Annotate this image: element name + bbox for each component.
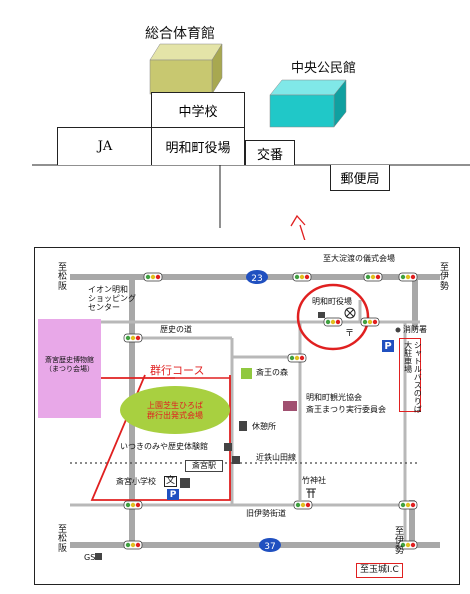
torii-icon <box>306 488 316 498</box>
traffic-light <box>398 540 418 550</box>
parade-course-label: 群行コース <box>150 364 205 377</box>
junior-high-label: 中学校 <box>178 105 218 120</box>
station-square <box>232 456 240 464</box>
traffic-light <box>398 500 418 510</box>
aeon-label: イオン明和 ショッピング センター <box>88 285 136 313</box>
traffic-light <box>323 317 343 327</box>
post-office-box: 郵便局 <box>330 165 390 191</box>
gs-square <box>95 553 102 560</box>
town-hall-label: 明和町役場 <box>165 141 231 156</box>
access-map-frame <box>34 247 460 585</box>
town-hall-bottom-label: 明和町役場 <box>312 297 352 306</box>
to-ise-top-label: 至 伊 勢 <box>440 263 450 292</box>
rekishi-road-label: 歴史の道 <box>160 325 192 334</box>
tourism-assoc-square <box>283 401 297 411</box>
route-37-shield: 37 <box>259 538 281 552</box>
old-ise-road-label: 旧伊勢街道 <box>246 509 286 518</box>
itsukinomiya-label: いつきのみや歴史体験館 <box>120 442 208 451</box>
to-oyodo-label: 至大淀渡の儀式会場 <box>323 254 395 263</box>
svg-text:23: 23 <box>251 274 262 284</box>
traffic-light <box>292 272 312 282</box>
to-matsusaka-bottom-label: 至 松 阪 <box>58 525 68 554</box>
town-hall-marker <box>318 307 356 319</box>
police-box: 交番 <box>245 140 295 165</box>
tourism-assoc-label: 明和町観光協会 斎王まつり実行委員会 <box>306 393 386 414</box>
traffic-light <box>360 317 380 327</box>
gs-label: GS <box>84 553 96 562</box>
gym-cube <box>149 43 223 95</box>
school-mark: 文 <box>164 476 178 487</box>
community-hall-cube <box>269 79 347 128</box>
elementary-square <box>180 478 190 488</box>
rest-area-square <box>239 421 247 431</box>
itsukinomiya-square <box>224 443 232 451</box>
traffic-light <box>123 500 143 510</box>
route-23-shield: 23 <box>246 270 268 284</box>
to-ise-bottom-label: 至 伊 勢 <box>395 527 405 556</box>
venue-ellipse <box>120 386 230 434</box>
svg-text:37: 37 <box>264 542 275 552</box>
parking-icon-east: P <box>382 340 394 352</box>
post-office-label: 郵便局 <box>340 172 380 187</box>
shrine-mark-label: 〒 <box>345 329 355 339</box>
town-hall-highlight-circle <box>296 283 370 351</box>
town-hall-box: 明和町役場 <box>151 127 245 165</box>
venue-label: 上園芝生ひろば 群行出発式会場 <box>147 401 203 420</box>
traffic-light <box>123 333 143 343</box>
saio-forest-label: 斎王の森 <box>256 368 288 377</box>
ja-box: JA <box>57 127 153 165</box>
to-tamaki-ic-label: 至玉城I.C <box>356 563 403 578</box>
community-hall-label: 中央公民館 <box>291 61 357 76</box>
fire-station-marker <box>395 327 401 333</box>
traffic-light <box>287 353 307 363</box>
traffic-light <box>123 540 143 550</box>
ja-label: JA <box>97 139 113 154</box>
gym-label: 総合体育館 <box>145 26 215 42</box>
parking-icon-school: P <box>167 489 179 500</box>
traffic-lights <box>123 272 418 550</box>
pointer-arrow <box>290 214 306 240</box>
saio-forest-square <box>241 368 252 379</box>
kintetsu-label: 近鉄山田線 <box>256 453 296 462</box>
museum-label: 斎宮歴史博物館 （まつり会場） <box>45 356 94 374</box>
traffic-light <box>363 272 383 282</box>
junior-high-box: 中学校 <box>151 92 245 128</box>
saiku-station-label: 斎宮駅 <box>185 460 223 472</box>
police-box-label: 交番 <box>256 147 283 163</box>
museum-box <box>38 319 101 418</box>
top-sketch-map <box>32 43 470 240</box>
fire-station-label: 消防署 <box>403 325 427 334</box>
traffic-light <box>293 500 313 510</box>
take-shrine-label: 竹神社 <box>302 476 326 485</box>
rest-area-label: 休憩所 <box>252 422 276 431</box>
shuttle-bus-label <box>399 338 421 412</box>
traffic-light <box>143 272 163 282</box>
traffic-light <box>398 272 418 282</box>
shuttle-bus-text: シャトルバスのりば 大駐車場 <box>403 341 423 413</box>
saiku-elementary-label: 斎宮小学校 <box>116 477 156 486</box>
to-matsusaka-top-label: 至 松 阪 <box>58 263 68 292</box>
